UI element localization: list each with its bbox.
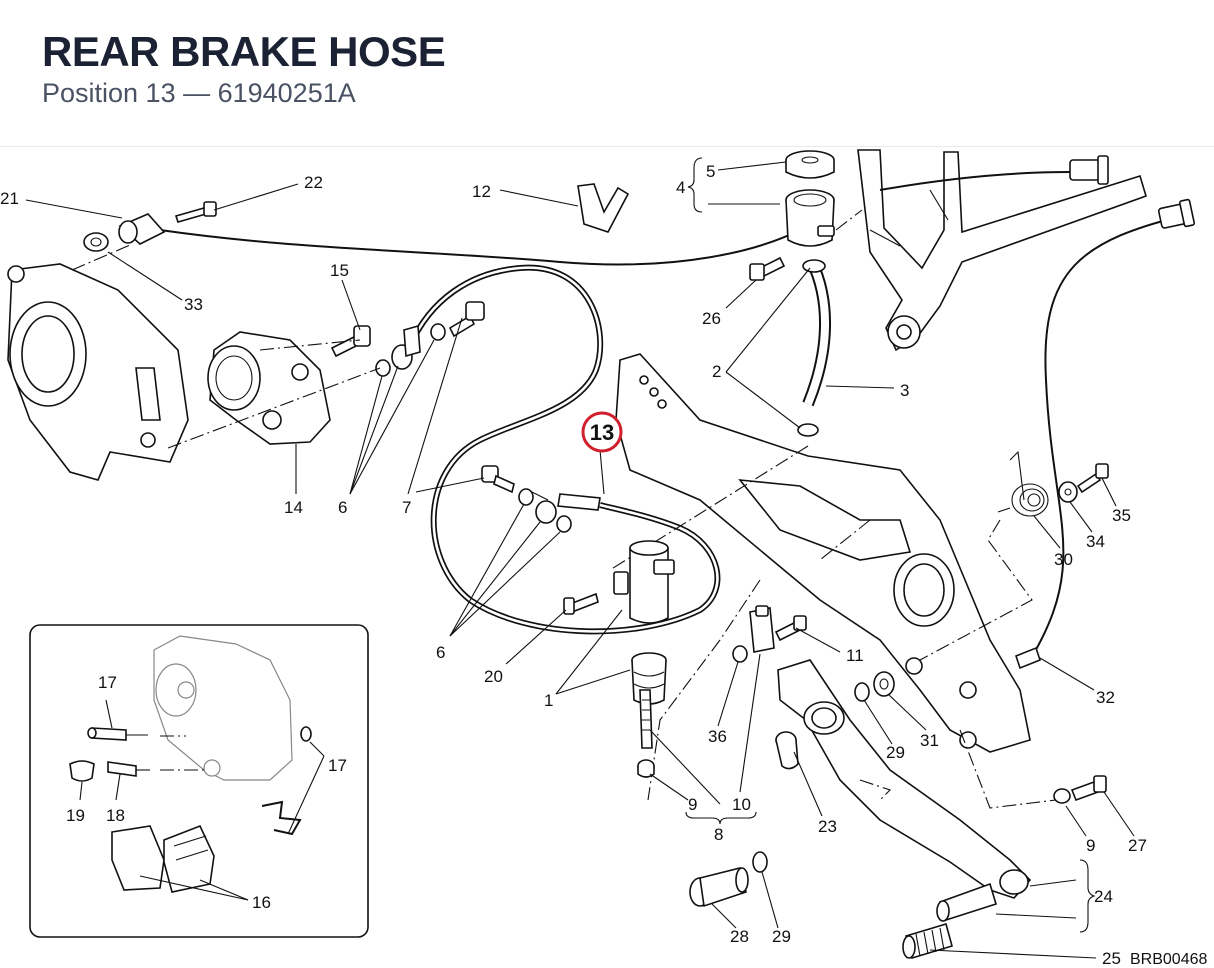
circlip	[732, 645, 748, 663]
callout-31: 31	[920, 731, 939, 750]
callout-8: 8	[714, 825, 723, 844]
page-subtitle: Position 13 — 61940251A	[42, 78, 356, 108]
sensor-bolt	[174, 201, 217, 223]
sensor-cable	[159, 171, 1191, 661]
drawing-code: BRB00468	[1130, 951, 1207, 968]
footrest-bracket	[615, 353, 1031, 753]
pedal-stop-bolt	[1070, 775, 1107, 802]
callout-27: 27	[1128, 836, 1147, 855]
highlight-label: 13	[590, 420, 614, 445]
pivot-oring	[752, 851, 768, 873]
pedal-washers	[854, 657, 923, 702]
callout-5: 5	[706, 162, 715, 181]
caliper-bolt	[330, 325, 371, 358]
brake-pads	[111, 824, 215, 893]
callout-20: 20	[484, 667, 503, 686]
spring-bolt	[1076, 463, 1109, 494]
callout-29b: 29	[772, 927, 791, 946]
callout-3: 3	[900, 381, 909, 400]
clevis	[749, 605, 775, 653]
return-spring	[997, 450, 1049, 517]
master-cylinder-bolt	[563, 592, 599, 615]
highlight-circle	[581, 411, 623, 453]
callout-2: 2	[712, 362, 721, 381]
callout-24: 24	[1094, 887, 1113, 906]
reservoir	[785, 189, 863, 247]
connector-top	[1069, 155, 1109, 185]
footpeg	[902, 882, 997, 960]
clevis-bolt	[774, 615, 807, 642]
banjo-bolt-lower	[481, 465, 515, 494]
highlight-marker: 13	[581, 411, 623, 453]
rear-brake-hose	[403, 264, 721, 635]
page-title: REAR BRAKE HOSE	[42, 28, 446, 75]
caliper-carrier	[7, 263, 189, 481]
callout-1: 1	[544, 691, 553, 710]
banjo-bolt-upper	[448, 301, 485, 338]
callout-17b: 17	[328, 756, 347, 775]
callout-16: 16	[252, 893, 271, 912]
callout-34: 34	[1086, 532, 1105, 551]
sensor-washer	[83, 232, 109, 252]
callout-6a: 6	[338, 498, 347, 517]
callout-17a: 17	[98, 673, 117, 692]
bleed-valve	[69, 760, 95, 782]
pivot-pin	[689, 867, 749, 908]
leader-lines	[25, 157, 1135, 959]
callout-11: 11	[846, 646, 864, 665]
callout-9a: 9	[688, 795, 697, 814]
callout-14: 14	[284, 498, 303, 517]
page-header: REAR BRAKE HOSE Position 13 — 61940251A	[0, 0, 1214, 147]
pushrod-nut	[637, 759, 655, 778]
pad-pin	[87, 727, 148, 741]
pad-clip	[300, 726, 312, 742]
callout-10: 10	[732, 795, 751, 814]
rear-sensor-end	[1015, 646, 1041, 670]
wheel-sensor	[118, 213, 166, 245]
callout-26: 26	[702, 309, 721, 328]
brake-pedal	[777, 659, 1032, 899]
callout-29a: 29	[886, 743, 905, 762]
callout-9b: 9	[1086, 836, 1095, 855]
master-cylinder	[613, 540, 675, 705]
pad-spring	[261, 800, 302, 836]
pushrod	[639, 689, 653, 749]
callout-21: 21	[0, 189, 19, 208]
callout-15: 15	[330, 261, 349, 280]
callout-30: 30	[1054, 550, 1073, 569]
reservoir-bolt	[749, 256, 786, 281]
callout-25: 25	[1102, 949, 1121, 968]
callout-7: 7	[402, 498, 411, 517]
callout-4: 4	[676, 178, 685, 197]
hose-clip	[577, 183, 630, 233]
pedal-bushing	[775, 731, 799, 770]
callout-23: 23	[818, 817, 837, 836]
reservoir-hose	[797, 259, 832, 437]
callout-35: 35	[1112, 506, 1131, 525]
callout-labels: 21 22 33 12 4 5 26 2 3 15 14 6 7 6 20 1 …	[0, 162, 1147, 968]
bleed-screw	[107, 761, 150, 777]
callout-19: 19	[66, 806, 85, 825]
connector-right	[1157, 198, 1196, 229]
pedal-stop-nut	[1053, 788, 1071, 804]
callout-12: 12	[472, 182, 491, 201]
callout-18: 18	[106, 806, 125, 825]
callout-33: 33	[184, 295, 203, 314]
callout-32: 32	[1096, 688, 1115, 707]
callout-28: 28	[730, 927, 749, 946]
inset-caliper	[153, 635, 293, 781]
frame-bracket	[857, 149, 1147, 352]
callout-36: 36	[708, 727, 727, 746]
callout-22: 22	[304, 173, 323, 192]
spring-washer	[1058, 481, 1078, 503]
reservoir-cap	[785, 150, 835, 179]
callout-6b: 6	[436, 643, 445, 662]
brake-caliper	[207, 331, 331, 445]
banjo-washers-lower	[518, 488, 572, 533]
